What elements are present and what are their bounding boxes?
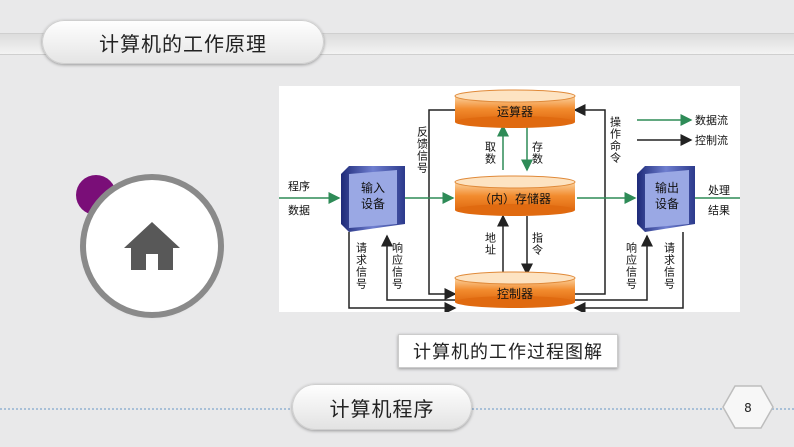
operate-cmd-label: 操作命令 [609, 115, 622, 164]
page-number: 8 [744, 401, 752, 415]
input-device-line1: 输入 [361, 180, 385, 195]
instruction-label: 指令 [531, 231, 544, 256]
title-pill: 计算机的工作原理 [42, 20, 324, 64]
controller-label: 控制器 [497, 287, 533, 301]
alu-drum: 运算器 [454, 89, 576, 128]
request-right-label: 请求信号 [663, 242, 676, 290]
response-right-label: 响应信号 [625, 242, 638, 290]
store-label: 存数 [531, 140, 544, 165]
controller-drum: 控制器 [454, 271, 576, 308]
home-icon [124, 222, 180, 270]
footer-label: 计算机程序 [329, 396, 435, 421]
page-title: 计算机的工作原理 [99, 31, 267, 56]
memory-label: （内）存储器 [479, 191, 551, 206]
computer-working-diagram: 运算器 （内）存储器 控制器 输入 设备 输出 设备 [279, 86, 740, 314]
request-left-label: 请求信号 [355, 242, 368, 290]
page-number-badge: 8 [722, 384, 774, 430]
input-device-line2: 设备 [361, 197, 385, 211]
result-line1: 处理 [708, 184, 730, 197]
diagram-caption: 计算机的工作过程图解 [398, 334, 618, 368]
result-line2: 结果 [708, 204, 730, 217]
caption-text: 计算机的工作过程图解 [413, 342, 603, 363]
alu-label: 运算器 [497, 104, 533, 119]
legend-control-label: 控制流 [695, 133, 728, 147]
response-left-label: 响应信号 [391, 242, 404, 290]
program-data-line2: 数据 [288, 203, 310, 217]
legend-data-label: 数据流 [695, 113, 728, 127]
output-device-line2: 设备 [655, 197, 679, 211]
input-device: 输入 设备 [341, 166, 405, 232]
feedback-label: 反馈信号 [416, 126, 429, 174]
memory-drum: （内）存储器 [454, 175, 576, 216]
footer-pill: 计算机程序 [292, 384, 472, 430]
output-device: 输出 设备 [637, 166, 695, 232]
fetch-label: 取数 [484, 141, 497, 165]
home-button[interactable] [86, 180, 218, 312]
output-device-line1: 输出 [655, 180, 679, 195]
address-label: 地址 [484, 232, 497, 256]
program-data-line1: 程序 [288, 179, 310, 193]
